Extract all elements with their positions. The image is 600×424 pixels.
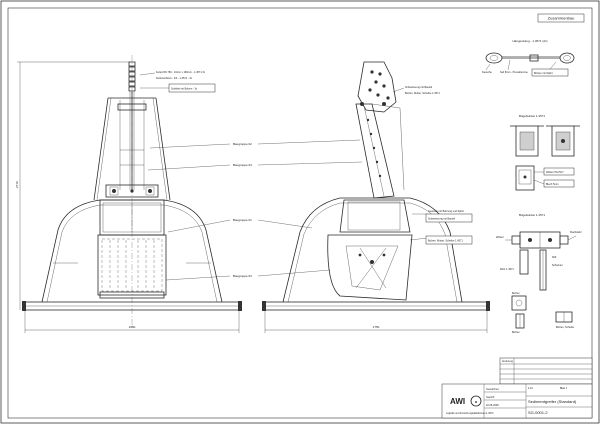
side-note-welding: Schweissung mit Bauteil Bolzen, Mutter, … xyxy=(392,86,440,95)
side-note-5: Bolzen, Mutter, Scheibe 1.4571 xyxy=(428,240,463,243)
detail-c-label-1: Winkel xyxy=(496,236,504,239)
company-logo-text: AWI xyxy=(450,397,465,406)
detail-a-label-3: Bolzen mit Splint xyxy=(534,72,553,75)
detail-b-label-2: Blech 5mm xyxy=(546,183,559,186)
front-lifting-chain xyxy=(128,61,136,190)
detail-c-label-8: Bolzen xyxy=(512,331,520,334)
date-value: 22.05.2008 xyxy=(486,404,499,407)
front-sampler-box xyxy=(97,199,167,299)
detail-c-title: Bügelwinkel 1.4571 xyxy=(519,213,545,217)
material-value: 1.4571 xyxy=(486,412,494,415)
checked-label: Geprüft xyxy=(486,396,495,399)
detail-c-label-4: Scharnier xyxy=(552,264,563,267)
side-grab-bucket xyxy=(327,199,413,301)
side-view: 1750 Schweissung mit Bauteil Bolzen, Mut… xyxy=(262,61,490,333)
callout-baugruppe-02: Baugruppe 02 xyxy=(233,142,252,146)
side-note-bolts: Gewinde mit Bohrung und Splint Schweissu… xyxy=(409,210,473,245)
drawn-label: Gezeichnet xyxy=(486,388,499,391)
detail-c-label-7: Bolzen, Scheibe xyxy=(556,326,575,329)
side-note-4: Schweissung mit Bauteil xyxy=(428,218,456,221)
detail-hinge-assembly: Bügelwinkel 1.4571 Winkel Flachstahl Sti… xyxy=(496,213,582,334)
side-inclined-mast xyxy=(355,103,405,199)
side-width-dimension: 1750 xyxy=(264,311,488,333)
detail-b-title: Bügelwinkel 1.4571 xyxy=(519,114,545,118)
drawing-number: SG-0001-2 xyxy=(528,410,548,415)
drawing-frame xyxy=(7,7,593,419)
callout-baugruppe-03: Baugruppe 03 xyxy=(233,274,252,278)
front-view: 2710 1650 Kette DIN 766 - 10mm x 160mm -… xyxy=(15,55,242,333)
callout-baugruppe-04: Baugruppe 04 xyxy=(233,163,252,167)
detail-angle-sections: Bügelwinkel 1.4571 Winkel 70x70x7 Blech … xyxy=(510,114,580,191)
svg-text:o: o xyxy=(475,399,478,404)
revision-table xyxy=(499,357,593,385)
front-note-chain: Kette DIN 766 - 10mm x 160mm - 1.4571 3x… xyxy=(139,71,206,80)
side-note-3: Gewinde mit Bohrung und Splint xyxy=(428,210,464,213)
side-base-beam xyxy=(262,301,490,311)
sheet-tag: Zusammenbau xyxy=(537,13,585,23)
detail-c-label-3: Stift xyxy=(552,256,557,259)
title-block: Änderung AWI o Logistik und Forschungspl… xyxy=(441,357,593,419)
drawing-title: Sedimentgreifer (Standard) xyxy=(528,399,577,404)
detail-a-label-1: Kausche xyxy=(482,71,492,74)
side-lifting-head xyxy=(357,61,397,113)
front-note-1: Kette DIN 766 - 10mm x 160mm - 1.4571 3x xyxy=(156,71,206,74)
detail-b-label: Winkel 70x70x7 xyxy=(546,171,564,174)
detail-c-label-5: Rohr 1.4571 xyxy=(500,268,514,271)
front-note-shackle: Schäkel mit Bolzen - 3x xyxy=(140,83,216,93)
detail-a-title: Hängestrang - 1.4571 (2x) xyxy=(512,39,547,43)
front-upper-frame xyxy=(93,97,171,201)
detail-a-label-2: Seil 8mm - Pressklemme xyxy=(500,71,528,74)
revision-label: Änderung xyxy=(502,360,513,363)
sheet-value: Blatt 1 xyxy=(560,387,568,390)
side-note-2: Bolzen, Mutter, Scheibe 1.4571 xyxy=(405,92,440,95)
assembly-callouts: Baugruppe 02 Baugruppe 04 Baugruppe 01 B… xyxy=(147,139,363,281)
front-clamp-assembly xyxy=(105,184,159,198)
title-block-main xyxy=(441,383,593,419)
side-note-1: Schweissung mit Bauteil xyxy=(405,86,433,89)
callout-baugruppe-01: Baugruppe 01 xyxy=(233,218,252,222)
company-dept: Logistik und Forschungsplattformen xyxy=(446,412,486,415)
detail-c-label-2: Flachstahl xyxy=(570,231,582,234)
side-width-value: 1750 xyxy=(373,325,380,329)
detail-c-label-6: Bolzen xyxy=(512,292,520,295)
detail-hanging-strand: Hängestrang - 1.4571 (2x) Kausche Seil 8… xyxy=(482,39,575,77)
front-note-2: Kettenschloss - 3/4 - 1.4571 - 3x xyxy=(156,77,193,80)
front-height-value: 2710 xyxy=(15,181,19,188)
company-logo-icon xyxy=(470,395,482,407)
front-width-dimension: 1650 xyxy=(24,311,240,333)
front-note-3: Schäkel mit Bolzen - 3x xyxy=(171,88,198,91)
front-width-value: 1650 xyxy=(129,325,136,329)
scale-value: 1:10 xyxy=(528,387,533,390)
sheet-tag-text: Zusammenbau xyxy=(548,16,575,21)
front-height-dimension: 2710 xyxy=(15,61,130,310)
front-base-beam xyxy=(22,301,242,311)
